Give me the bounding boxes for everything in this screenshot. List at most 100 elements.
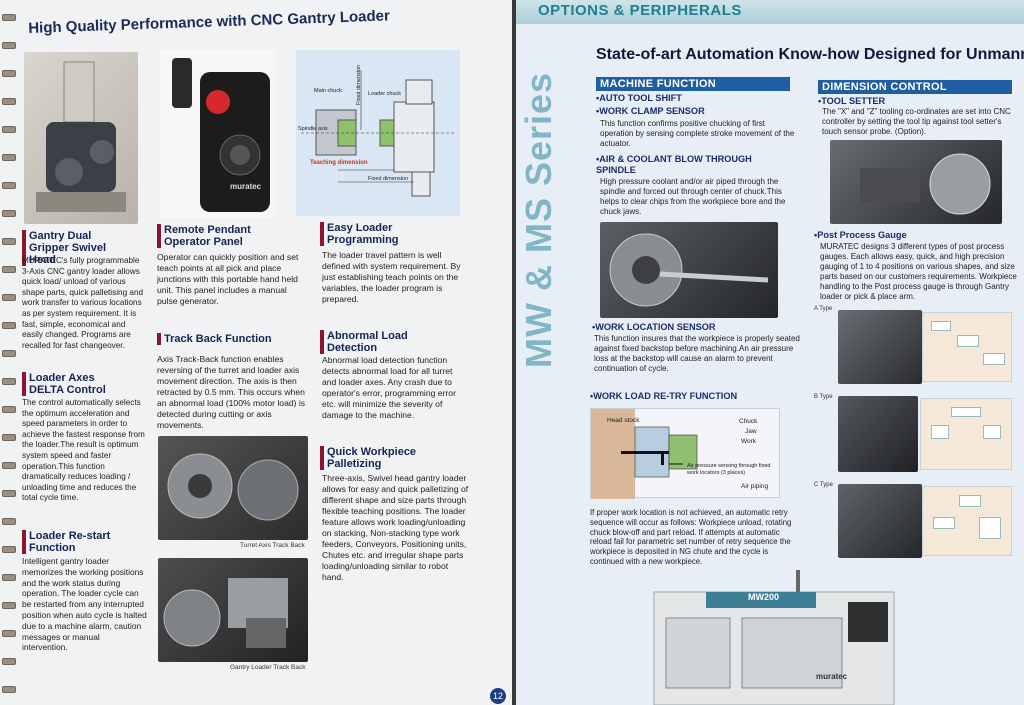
binding-ring xyxy=(2,350,16,357)
binding-ring xyxy=(2,14,16,21)
binding-ring xyxy=(2,154,16,161)
abnormal-load-title: Abnormal Load Detection xyxy=(320,330,460,354)
fixed-dimension-label: Fixed dimension xyxy=(368,176,409,182)
flow-box xyxy=(959,495,981,507)
air-coolant-body: High pressure coolant and/or air piped t… xyxy=(600,177,786,216)
binding-ring xyxy=(2,98,16,105)
right-page: OPTIONS & PERIPHERALS MW & MS Series Sta… xyxy=(516,0,1024,705)
binding-ring xyxy=(2,322,16,329)
main-chuck-label: Main chuck xyxy=(314,88,342,94)
loader-axes-delta-body: The control automatically selects the op… xyxy=(22,398,145,503)
work-label: Work xyxy=(741,438,757,445)
head-stock-label: Head stock xyxy=(607,417,640,424)
machine-model-label: MW200 xyxy=(748,592,780,602)
pendant-brand: muratec xyxy=(230,182,262,191)
abnormal-load-body: Abnormal load detection function detects… xyxy=(322,355,456,420)
easy-loader-title: Easy Loader Programming xyxy=(320,222,460,246)
c-type-label: C Type xyxy=(814,482,833,488)
binding-ring xyxy=(2,602,16,609)
loader-axes-delta-title: Loader Axes DELTA Control xyxy=(22,372,132,396)
machine-function-header: MACHINE FUNCTION xyxy=(596,77,790,91)
fixed-dimension-vertical-label: Fixed dimension xyxy=(356,64,362,105)
quick-palletizing-body: Three-axis, Swivel head gantry loader al… xyxy=(322,473,469,582)
turret-caption: Turret Axis Track Back xyxy=(240,542,305,549)
left-page: High Quality Performance with CNC Gantry… xyxy=(0,0,512,705)
work-clamp-sensor-body: This function confirms positive chucking… xyxy=(600,119,795,148)
spindle-chuck-photo xyxy=(600,222,778,318)
loader-dimension-diagram: Main chuck Loader chuck Spindle axis Fix… xyxy=(296,50,460,216)
flow-box xyxy=(983,425,1001,439)
c-type-layout-diagram xyxy=(922,486,1012,556)
binding-ring xyxy=(2,686,16,693)
flow-box xyxy=(957,335,979,347)
flow-box xyxy=(931,425,949,439)
air-piping-label: Air piping xyxy=(741,483,769,490)
remote-pendant-title: Remote Pendant Operator Panel xyxy=(157,224,287,248)
binding-ring xyxy=(2,182,16,189)
options-banner: OPTIONS & PERIPHERALS xyxy=(516,0,1024,24)
binding-ring xyxy=(2,546,16,553)
chuck-label: Chuck xyxy=(739,418,758,425)
binding-ring xyxy=(2,294,16,301)
binding-ring xyxy=(2,378,16,385)
options-banner-text: OPTIONS & PERIPHERALS xyxy=(538,2,742,19)
tool-setter-body: The "X" and "Z" tooling co-ordinates are… xyxy=(822,107,1011,136)
flow-box xyxy=(951,407,981,417)
a-type-layout-diagram xyxy=(922,312,1012,382)
teaching-dimension-label: Teaching dimension xyxy=(310,160,368,166)
b-type-label: B Type xyxy=(814,394,833,400)
binding-ring xyxy=(2,42,16,49)
quick-palletizing-title: Quick Workpiece Palletizing xyxy=(320,446,460,470)
binding-ring xyxy=(2,210,16,217)
flow-box xyxy=(933,517,955,529)
binding-ring xyxy=(2,630,16,637)
binding-ring xyxy=(2,462,16,469)
retry-body: If proper work location is not achieved,… xyxy=(590,508,792,566)
post-process-gauge-label: •Post Process Gauge xyxy=(814,230,907,240)
b-type-layout-diagram xyxy=(920,398,1012,470)
tool-setter-label: •TOOL SETTER xyxy=(818,96,886,106)
air-coolant-label: •AIR & COOLANT BLOW THROUGH SPINDLE xyxy=(596,154,752,175)
binding-ring xyxy=(2,518,16,525)
binding-ring xyxy=(2,574,16,581)
post-process-gauge-body: MURATEC designs 3 different types of pos… xyxy=(820,242,1017,301)
gantry-gripper-title: Gantry Dual Gripper Swivel Head xyxy=(22,230,132,266)
work-location-sensor-label: •WORK LOCATION SENSOR xyxy=(592,322,716,332)
binding-ring xyxy=(2,658,16,665)
page-number: 12 xyxy=(490,688,506,704)
dimension-control-header: DIMENSION CONTROL xyxy=(818,80,1012,94)
work-load-retry-label: •WORK LOAD RE-TRY FUNCTION xyxy=(590,391,738,401)
tool-setter-photo xyxy=(830,140,1002,224)
loader-restart-title: Loader Re-start Function xyxy=(22,530,132,554)
gantry-gripper-body: MURATEC's fully programmable 3-Axis CNC … xyxy=(22,256,144,350)
gantry-track-back-photo xyxy=(158,558,308,662)
flow-box xyxy=(931,321,951,331)
a-type-label: A Type xyxy=(814,306,833,312)
spiral-binding xyxy=(0,0,18,705)
series-vertical-title: MW & MS Series xyxy=(518,71,559,368)
gantry-gripper-photo xyxy=(24,52,138,224)
page-title: High Quality Performance with CNC Gantry… xyxy=(28,7,391,37)
track-back-body: Axis Track-Back function enables reversi… xyxy=(157,354,306,430)
remote-pendant-body: Operator can quickly position and set te… xyxy=(157,252,299,306)
binding-ring xyxy=(2,126,16,133)
b-type-gauge-photo xyxy=(838,396,918,472)
spindle-axis-label: Spindle axis xyxy=(298,126,328,132)
c-type-gauge-photo xyxy=(838,484,922,558)
easy-loader-body: The loader travel pattern is well define… xyxy=(322,250,461,304)
track-back-title: Track Back Function xyxy=(157,333,307,345)
loader-restart-body: Intelligent gantry loader memorizes the … xyxy=(22,556,147,653)
a-type-gauge-photo xyxy=(838,310,922,384)
binding-ring xyxy=(2,490,16,497)
binding-ring xyxy=(2,266,16,273)
work-clamp-sensor-label: •WORK CLAMP SENSOR xyxy=(596,106,705,116)
jaw-label: Jaw xyxy=(745,428,757,435)
binding-ring xyxy=(2,434,16,441)
mw200-machine-photo: MW200 muratec xyxy=(646,570,906,705)
binding-ring xyxy=(2,406,16,413)
flow-box xyxy=(979,517,1001,539)
work-location-sensor-body: This function insures that the workpiece… xyxy=(594,334,800,373)
right-page-title: State-of-art Automation Know-how Designe… xyxy=(596,46,1024,63)
remote-pendant-photo: muratec xyxy=(160,50,276,218)
loader-chuck-label: Loader chuck xyxy=(368,91,402,97)
